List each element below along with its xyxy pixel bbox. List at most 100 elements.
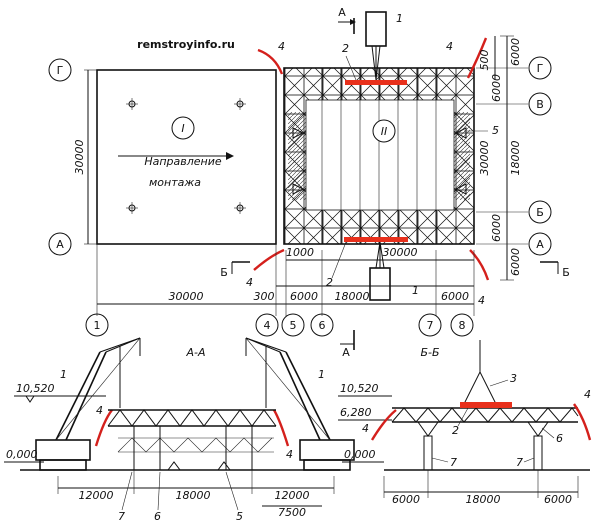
zone-1-label: I xyxy=(181,122,184,135)
crane-top xyxy=(365,11,387,81)
direction-label-2: монтажа xyxy=(149,176,201,189)
zone-2-interior-lines xyxy=(321,100,437,210)
right-dim-500: 500 xyxy=(478,50,491,71)
right-dim-6000-d: 6000 xyxy=(509,248,522,276)
callout-2-top: 2 xyxy=(342,42,349,55)
section-bb-truss xyxy=(391,407,579,423)
section-aa-dim-7500: 7500 xyxy=(278,506,306,519)
axis-label-bottom-7: 7 xyxy=(427,319,434,332)
right-dim-6000-c: 6000 xyxy=(490,214,503,242)
guy-rope-br xyxy=(469,249,490,281)
traverse-bottom xyxy=(344,237,408,242)
section-cut-B-left xyxy=(231,261,250,274)
dim-1000: 1000 xyxy=(286,246,314,259)
section-aa-rope-right xyxy=(272,409,290,447)
watermark-box xyxy=(134,36,238,52)
section-aa-dim-18000: 18000 xyxy=(176,489,211,502)
guy-rope-tl xyxy=(257,48,284,75)
right-dim-18000: 18000 xyxy=(509,141,522,176)
zone-2-marker xyxy=(372,119,396,143)
watermark: remstroyinfo.ru xyxy=(137,38,235,51)
dim-6000-b: 6000 xyxy=(441,290,469,303)
section-bb-elev-mid: 6,280 xyxy=(340,406,372,419)
section-bb-columns xyxy=(417,421,549,471)
zone-1-outline xyxy=(96,69,277,245)
section-mark-B-right: Б xyxy=(562,266,570,279)
section-mark-A-bottom: А xyxy=(342,346,350,359)
axis-label-bottom-8: 8 xyxy=(459,319,466,332)
axis-marker-left-A xyxy=(48,232,72,256)
zone-2-hatch-left xyxy=(288,112,306,200)
crane-right-elevation xyxy=(245,337,355,471)
section-aa-elev-top: 10,520 xyxy=(16,382,55,395)
axis-label-right-V: В xyxy=(536,98,544,111)
section-bb-dim-18000: 18000 xyxy=(466,493,501,506)
section-aa-dim-12000-left: 12000 xyxy=(79,489,114,502)
axis-label-bottom-1: 1 xyxy=(94,319,101,332)
direction-label-1: Направление xyxy=(144,155,222,168)
axis-marker-right-V xyxy=(528,92,552,116)
left-height-dim: 30000 xyxy=(73,140,86,175)
section-bb-title: Б-Б xyxy=(420,346,439,359)
zone-1-marker xyxy=(171,116,195,140)
support-triangles xyxy=(292,127,467,195)
section-mark-A-top: А xyxy=(338,6,346,19)
axis-label-left-G: Г xyxy=(57,64,64,77)
dim-30000-top: 30000 xyxy=(383,246,418,259)
axis-marker-bottom-6 xyxy=(310,313,334,337)
dim-total-30000: 30000 xyxy=(169,290,204,303)
section-aa-rope-left xyxy=(94,409,113,447)
section-aa-elev-zero: 0,000 xyxy=(6,448,38,461)
section-aa-callout-5: 5 xyxy=(236,510,243,523)
crane-left-elevation xyxy=(35,337,141,471)
section-bb-callout-3: 3 xyxy=(510,372,517,385)
plan-view: I Направление монтажа 30000 Г А xyxy=(48,6,570,359)
guy-rope-bl xyxy=(253,248,285,271)
axis-marker-bottom-4 xyxy=(255,313,279,337)
axis-marker-bottom-1 xyxy=(85,313,109,337)
right-dimension-lines xyxy=(476,35,528,281)
section-aa-callout-4-left: 4 xyxy=(96,404,103,417)
section-cut-A-bottom xyxy=(340,330,355,350)
section-bb-rope-right xyxy=(573,403,592,441)
callout-5: 5 xyxy=(492,124,499,137)
section-aa-callout-1-right: 1 xyxy=(318,368,325,381)
zone-2-hatch-right xyxy=(454,112,470,200)
section-bb-elev-top: 10,520 xyxy=(340,382,379,395)
crane-bottom xyxy=(369,241,391,301)
axis-label-right-B: Б xyxy=(536,206,544,219)
section-aa-callout-7: 7 xyxy=(118,510,125,523)
dim-18000: 18000 xyxy=(335,290,370,303)
section-aa-title: А-А xyxy=(185,346,205,359)
axis-marker-bottom-7 xyxy=(418,313,442,337)
right-dim-6000-top: 6000 xyxy=(509,38,522,66)
callout-1-bottom: 1 xyxy=(412,284,419,297)
section-aa-callout-1-left: 1 xyxy=(60,368,67,381)
axis-label-bottom-5: 5 xyxy=(290,319,297,332)
section-bb-dim-6000-right: 6000 xyxy=(544,493,572,506)
axis-label-bottom-4: 4 xyxy=(264,319,271,332)
right-dim-6000-b: 6000 xyxy=(490,74,503,102)
zone-2-interior xyxy=(305,99,455,211)
zone-2-label: II xyxy=(381,125,388,138)
callout-4-bottom-left: 4 xyxy=(246,276,253,289)
dim-6000-a: 6000 xyxy=(290,290,318,303)
callout-1-top: 1 xyxy=(396,12,403,25)
direction-arrowhead xyxy=(226,152,234,160)
axis-label-right-A: А xyxy=(536,238,544,251)
axis-marker-left-G xyxy=(48,58,72,82)
section-aa-dim-12000-right: 12000 xyxy=(275,489,310,502)
section-cut-A-top xyxy=(338,18,356,34)
section-b-b: Б-Б 10,520 6,280 0,000 xyxy=(338,340,592,506)
section-a-a: А-А 10,520 0,000 1 xyxy=(4,337,355,523)
section-bb-callout-2: 2 xyxy=(452,424,459,437)
axis-marker-right-G xyxy=(528,56,552,80)
section-bb-callout-7-left: 7 xyxy=(450,456,457,469)
section-aa-callout-4-right: 4 xyxy=(286,448,293,461)
axis-marker-bottom-8 xyxy=(450,313,474,337)
bottom-dimension-lines xyxy=(96,244,475,316)
dim-300: 300 xyxy=(254,290,275,303)
callout-4-top-left: 4 xyxy=(278,40,285,53)
axis-marker-right-A xyxy=(528,232,552,256)
